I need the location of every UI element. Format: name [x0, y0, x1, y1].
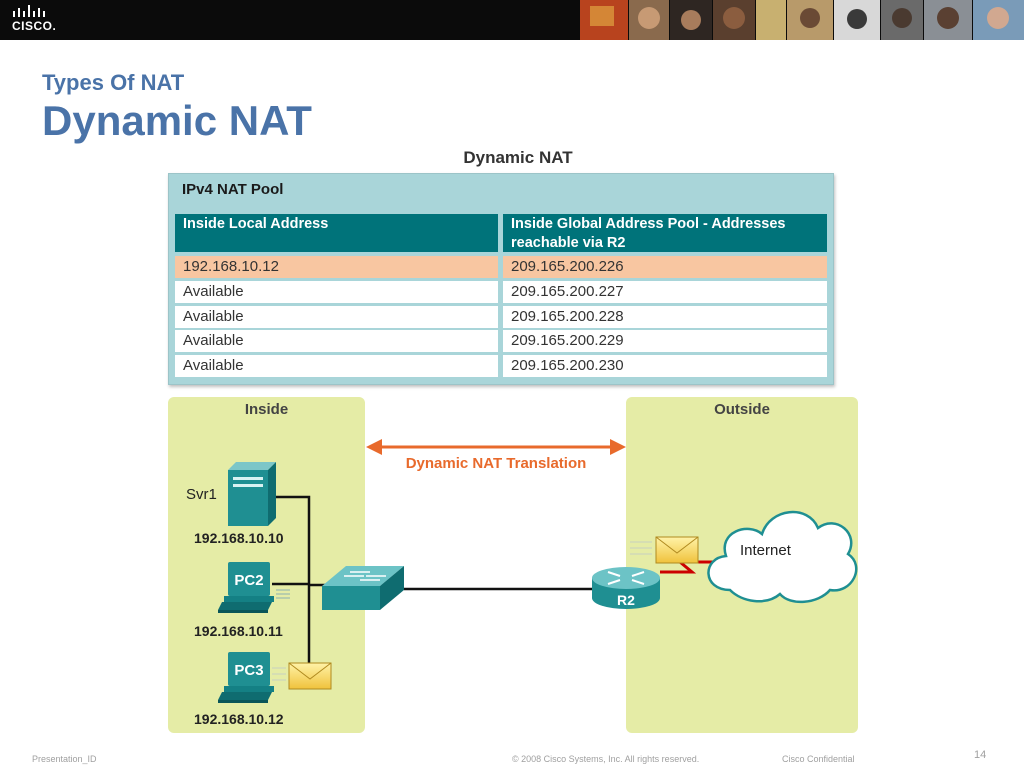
table-cell-local: Available	[175, 306, 498, 328]
figure-caption: Dynamic NAT	[463, 148, 573, 167]
internet-label: Internet	[740, 542, 791, 559]
outside-zone-label: Outside	[714, 401, 770, 418]
column-header-inside-local: Inside Local Address	[175, 214, 498, 252]
router-icon	[592, 567, 660, 609]
switch-icon	[322, 566, 404, 610]
table-cell-global: 209.165.200.226	[503, 256, 827, 278]
table-cell-local: Available	[175, 330, 498, 352]
pc3-label: PC3	[234, 662, 263, 679]
svr1-label: Svr1	[186, 486, 217, 503]
translation-arrow	[366, 439, 626, 455]
pc-icon	[218, 652, 274, 703]
table-cell-local: 192.168.10.12	[175, 256, 498, 278]
pc2-label: PC2	[234, 572, 263, 589]
table-cell-global: 209.165.200.228	[503, 306, 827, 328]
cloud-icon	[707, 511, 858, 603]
column-header-inside-global: Inside Global Address Pool - Addresses r…	[503, 214, 827, 252]
footer-copyright: © 2008 Cisco Systems, Inc. All rights re…	[512, 754, 700, 764]
translation-label: Dynamic NAT Translation	[405, 455, 587, 472]
cisco-logo-text: CISCO.	[12, 19, 57, 33]
table-cell-local: Available	[175, 355, 498, 377]
cisco-bars-icon	[13, 5, 45, 17]
envelope-icon	[630, 536, 699, 564]
footer-confidential: Cisco Confidential	[782, 754, 855, 764]
svr1-ip: 192.168.10.10	[194, 530, 284, 546]
nat-pool-table: IPv4 NAT Pool Inside Local Address Insid…	[168, 173, 834, 385]
table-cell-local: Available	[175, 281, 498, 303]
inside-zone-label: Inside	[244, 401, 289, 418]
photo-strip-icon	[580, 0, 1024, 40]
slide-subtitle: Types Of NAT	[42, 70, 185, 95]
pc2-ip: 192.168.10.11	[194, 623, 283, 639]
envelope-icon	[272, 662, 332, 690]
table-cell-global: 209.165.200.230	[503, 355, 827, 377]
nat-pool-table-title: IPv4 NAT Pool	[182, 181, 284, 198]
table-cell-global: 209.165.200.227	[503, 281, 827, 303]
cisco-logo: CISCO.	[12, 5, 62, 35]
footer-presentation-id: Presentation_ID	[32, 754, 97, 764]
slide-title: Dynamic NAT	[42, 97, 312, 144]
table-cell-global: 209.165.200.229	[503, 330, 827, 352]
router-label: R2	[617, 592, 635, 608]
pc3-ip: 192.168.10.12	[194, 711, 284, 727]
pc-icon	[218, 562, 290, 613]
server-icon	[228, 462, 276, 526]
page-number: 14	[974, 749, 987, 761]
network-links	[272, 495, 594, 669]
